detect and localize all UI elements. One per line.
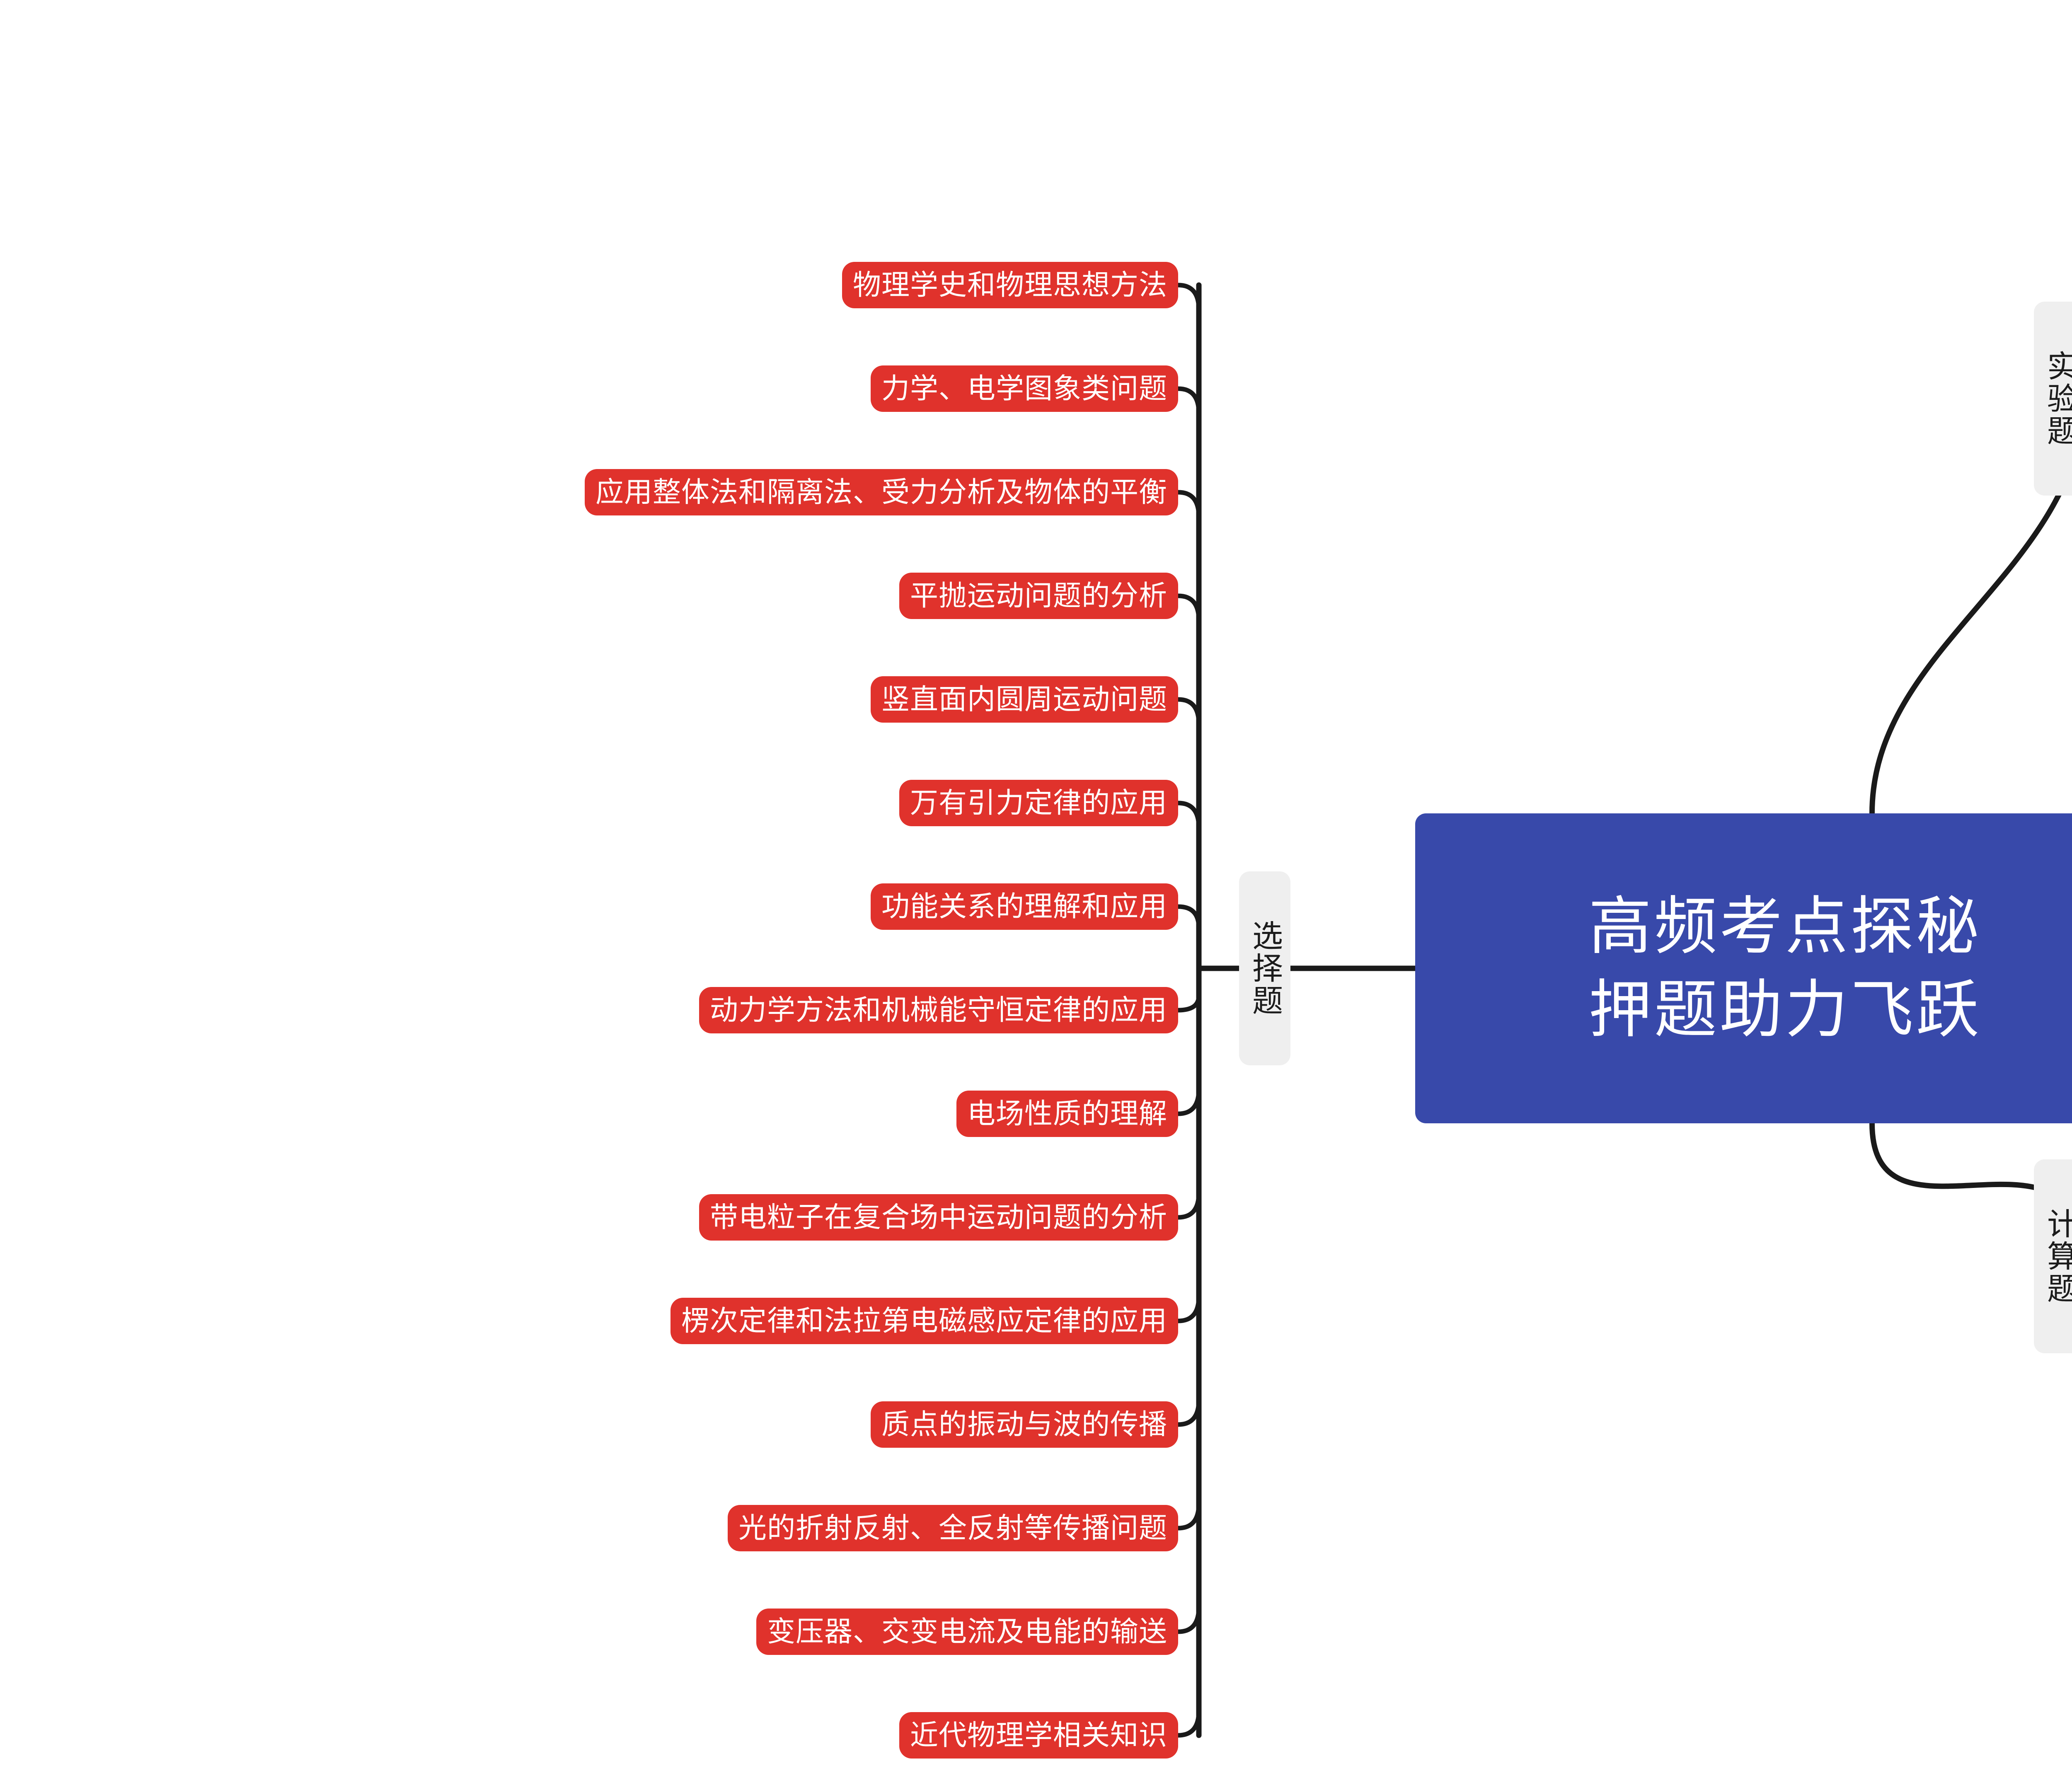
leaf-node[interactable]: 物理学史和物理思想方法 [842,262,1178,308]
branch-label-shiyan[interactable]: 实验题 [2034,302,2072,496]
connector-line [1176,1708,1201,1738]
leaf-node[interactable]: 带电粒子在复合场中运动问题的分析 [699,1194,1178,1241]
leaf-node[interactable]: 光的折射反射、全反射等传播问题 [727,1505,1178,1551]
leaf-node-label: 楞次定律和法拉第电磁感应定律的应用 [681,1305,1167,1337]
connector-line [1176,1086,1201,1116]
connector-line [1176,283,1201,312]
leaf-node-label: 动力学方法和机械能守恒定律的应用 [709,994,1167,1026]
leaf-node[interactable]: 平抛运动问题的分析 [899,573,1178,619]
leaf-node[interactable]: 功能关系的理解和应用 [870,883,1178,930]
root-title-line-1: 高频考点探秘 [1588,891,1982,962]
leaf-node-label: 光的折射反射、全反射等传播问题 [738,1512,1167,1544]
connector-line [1176,386,1201,416]
leaf-node[interactable]: 楞次定律和法拉第电磁感应定律的应用 [670,1298,1178,1344]
connector-line [1176,1501,1201,1531]
leaf-node[interactable]: 应用整体法和隔离法、受力分析及物体的平衡 [584,469,1178,515]
leaf-node[interactable]: 电场性质的理解 [956,1091,1178,1137]
root-node[interactable]: 高频考点探秘 押题助力飞跃 [1415,813,2072,1123]
branch-label-text: 实验题 [2043,350,2072,447]
leaf-node[interactable]: 质点的振动与波的传播 [870,1401,1178,1448]
leaf-node-label: 质点的振动与波的传播 [881,1409,1167,1440]
leaf-node[interactable]: 变压器、交变电流及电能的输送 [756,1609,1178,1655]
connector-line [1176,697,1201,727]
root-title-line-2: 押题助力飞跃 [1588,975,1982,1045]
leaf-node[interactable]: 竖直面内圆周运动问题 [870,676,1178,723]
leaf-node-label: 功能关系的理解和应用 [881,891,1167,922]
leaf-node-label: 带电粒子在复合场中运动问题的分析 [709,1202,1167,1233]
branch-label-xuanze[interactable]: 选择题 [1239,871,1290,1065]
leaf-node-label: 竖直面内圆周运动问题 [881,684,1167,715]
connector-line [1176,1190,1201,1220]
connector-line [1176,993,1201,1013]
connector-line [1176,801,1201,830]
leaf-node-label: 平抛运动问题的分析 [910,580,1167,612]
leaf-node[interactable]: 力学、电学图象类问题 [870,365,1178,412]
connector-line [1176,1604,1201,1634]
leaf-node-label: 应用整体法和隔离法、受力分析及物体的平衡 [595,477,1167,508]
leaf-node[interactable]: 近代物理学相关知识 [899,1712,1178,1759]
connector-line [1176,1294,1201,1323]
leaf-node-label: 物理学史和物理思想方法 [852,269,1167,301]
leaf-node-label: 力学、电学图象类问题 [881,373,1167,404]
leaf-node-label: 电场性质的理解 [967,1098,1167,1130]
branch-label-jisuan[interactable]: 计算题 [2034,1159,2072,1353]
leaf-node-label: 变压器、交变电流及电能的输送 [767,1616,1167,1647]
connector-line [1176,490,1201,520]
leaf-node-label: 近代物理学相关知识 [910,1720,1167,1751]
leaf-node[interactable]: 动力学方法和机械能守恒定律的应用 [699,987,1178,1033]
connector-line [1176,904,1201,931]
branch-label-text: 计算题 [2043,1208,2072,1305]
connector-line [1176,593,1201,623]
leaf-node-label: 万有引力定律的应用 [910,787,1167,819]
leaf-node[interactable]: 万有引力定律的应用 [899,780,1178,826]
branch-label-text: 选择题 [1248,920,1283,1017]
connector-line [1176,1397,1201,1427]
